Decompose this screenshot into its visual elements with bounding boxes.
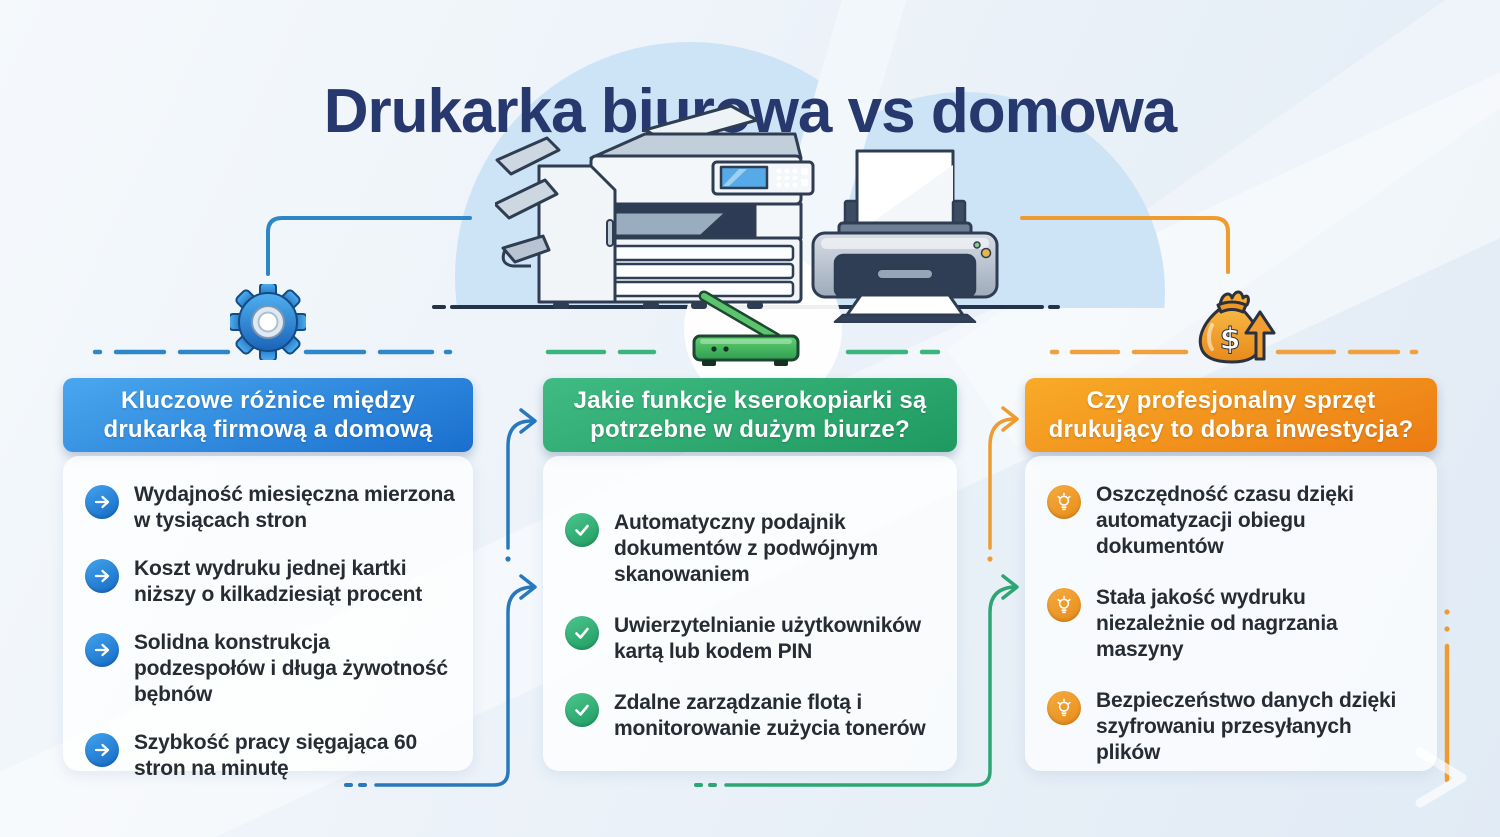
item-text: Solidna konstrukcja podzespołów i długa … xyxy=(134,631,448,706)
item-text: Bezpieczeństwo danych dzięki szyfrowaniu… xyxy=(1096,689,1397,764)
column-office-functions: Jakie funkcje kserokopiarki są potrzebne… xyxy=(543,378,957,771)
list-item: Bezpieczeństwo danych dzięki szyfrowaniu… xyxy=(1047,688,1427,766)
item-text: Oszczędność czasu dzięki automatyzacji o… xyxy=(1096,483,1354,558)
list-item: Szybkość pracy sięgająca 60 stron na min… xyxy=(85,730,463,782)
list-item: Uwierzytelnianie użytkowników kartą lub … xyxy=(565,613,947,665)
item-text: Stała jakość wydruku niezależnie od nagr… xyxy=(1096,586,1338,661)
lightbulb-icon xyxy=(1047,485,1081,519)
gear-icon xyxy=(230,284,306,360)
column-title: Jakie funkcje kserokopiarki są potrzebne… xyxy=(573,387,927,443)
flatbed-scanner-illustration xyxy=(692,290,800,366)
lightbulb-icon xyxy=(1047,691,1081,725)
item-text: Zdalne zarządzanie flotą i monitorowanie… xyxy=(614,691,926,740)
list-item: Koszt wydruku jednej kartki niższy o kil… xyxy=(85,556,463,608)
list-item: Oszczędność czasu dzięki automatyzacji o… xyxy=(1047,482,1427,560)
dollar-sign: $ xyxy=(1220,322,1241,357)
check-icon xyxy=(565,616,599,650)
column-investment: Czy profesjonalny sprzęt drukujący to do… xyxy=(1025,378,1437,771)
arrow-right-icon xyxy=(85,633,119,667)
item-text: Szybkość pracy sięgająca 60 stron na min… xyxy=(134,731,417,780)
item-text: Koszt wydruku jednej kartki niższy o kil… xyxy=(134,557,423,606)
column-header-orange: Czy profesjonalny sprzęt drukujący to do… xyxy=(1025,378,1437,452)
column-card: Wydajność miesięczna mierzona w tysiącac… xyxy=(63,456,473,780)
column-header-green: Jakie funkcje kserokopiarki są potrzebne… xyxy=(543,378,957,452)
check-icon xyxy=(565,693,599,727)
bullet-list: Oszczędność czasu dzięki automatyzacji o… xyxy=(1025,456,1437,766)
check-icon xyxy=(565,513,599,547)
bullet-list: Wydajność miesięczna mierzona w tysiącac… xyxy=(63,456,473,782)
home-printer-illustration xyxy=(811,149,999,323)
column-title: Czy profesjonalny sprzęt drukujący to do… xyxy=(1048,387,1414,443)
column-header-blue: Kluczowe różnice między drukarką firmową… xyxy=(63,378,473,452)
background-circles xyxy=(0,0,1500,308)
column-card: Automatyczny podajnik dokumentów z podwó… xyxy=(543,456,957,771)
arrow-right-icon xyxy=(85,559,119,593)
list-item: Stała jakość wydruku niezależnie od nagr… xyxy=(1047,585,1427,663)
arrow-right-icon xyxy=(85,733,119,767)
list-item: Zdalne zarządzanie flotą i monitorowanie… xyxy=(565,690,947,742)
item-text: Automatyczny podajnik dokumentów z podwó… xyxy=(614,511,878,586)
money-bag-rising-icon: $ xyxy=(1198,290,1276,364)
item-text: Wydajność miesięczna mierzona w tysiącac… xyxy=(134,483,455,532)
list-item: Wydajność miesięczna mierzona w tysiącac… xyxy=(85,482,463,534)
lightbulb-icon xyxy=(1047,588,1081,622)
office-copier-illustration xyxy=(495,104,815,309)
column-key-differences: Kluczowe różnice między drukarką firmową… xyxy=(63,378,473,780)
column-title: Kluczowe różnice między drukarką firmową… xyxy=(103,387,433,443)
list-item: Automatyczny podajnik dokumentów z podwó… xyxy=(565,510,947,588)
item-text: Uwierzytelnianie użytkowników kartą lub … xyxy=(614,614,921,663)
arrow-right-icon xyxy=(85,485,119,519)
bullet-list: Automatyczny podajnik dokumentów z podwó… xyxy=(543,456,957,742)
list-item: Solidna konstrukcja podzespołów i długa … xyxy=(85,630,463,708)
column-card: Oszczędność czasu dzięki automatyzacji o… xyxy=(1025,456,1437,771)
